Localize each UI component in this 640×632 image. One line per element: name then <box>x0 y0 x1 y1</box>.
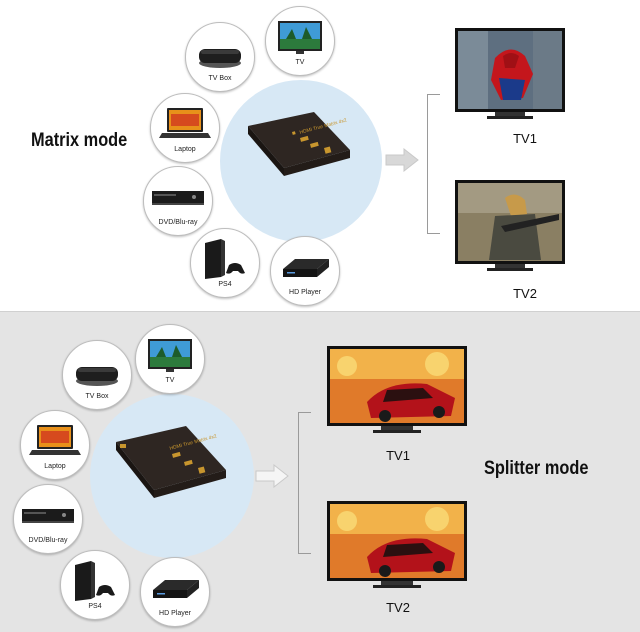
hd-player-label: HD Player <box>159 610 191 617</box>
matrix-tv2-label: TV2 <box>513 286 537 301</box>
splitter-device-laptop: Laptop <box>20 410 90 480</box>
tv-box-icon <box>76 367 118 386</box>
dvd-player-icon <box>152 191 204 205</box>
hd-player-icon <box>153 580 199 598</box>
matrix-tv1-label: TV1 <box>513 131 537 146</box>
splitter-tv2-screen <box>327 501 467 588</box>
splitter-device-tv: TV <box>135 324 205 394</box>
tv-icon <box>148 339 192 372</box>
laptop-icon <box>159 108 211 138</box>
matrix-tv2-screen <box>455 180 565 271</box>
laptop-label: Laptop <box>44 463 66 470</box>
splitter-tv1-label: TV1 <box>386 448 410 463</box>
matrix-switch-device: HDMI True Matrix 4x2 <box>248 112 350 176</box>
splitter-output-bracket <box>298 412 311 554</box>
matrix-device-dvd: DVD/Blu-ray <box>143 166 213 236</box>
splitter-device-ps4: PS4 <box>60 550 130 620</box>
dvd-label: DVD/Blu-ray <box>28 537 68 544</box>
tv-label: TV <box>295 59 305 66</box>
hd-player-icon <box>283 259 329 277</box>
matrix-device-ps4: PS4 <box>190 228 260 298</box>
matrix-mode-title: Matrix mode <box>31 130 128 151</box>
splitter-device-tv-box: TV Box <box>62 340 132 410</box>
ps4-icon <box>75 561 115 601</box>
matrix-mode-panel: TV Box TV Laptop DVD/Blu-ray <box>0 0 640 312</box>
tv-box-label: TV Box <box>85 393 109 400</box>
splitter-tv2-label: TV2 <box>386 600 410 615</box>
dvd-label: DVD/Blu-ray <box>158 219 198 226</box>
laptop-icon <box>29 425 81 455</box>
tv-box-icon <box>199 49 241 68</box>
splitter-mode-panel: TV Box TV Laptop DVD/Blu-ray <box>0 312 640 632</box>
splitter-arrow-icon <box>255 464 289 488</box>
dvd-player-icon <box>22 509 74 523</box>
matrix-tv1-screen <box>455 28 565 119</box>
splitter-mode-title: Splitter mode <box>484 458 589 479</box>
ps4-label: PS4 <box>218 281 232 288</box>
hd-player-label: HD Player <box>289 289 321 296</box>
matrix-device-hd-player: HD Player <box>270 236 340 306</box>
tv-icon <box>278 21 322 54</box>
splitter-tv1-screen <box>327 346 467 433</box>
matrix-device-laptop: Laptop <box>150 93 220 163</box>
laptop-label: Laptop <box>174 146 196 153</box>
matrix-device-tv-box: TV Box <box>185 22 255 92</box>
tv-box-label: TV Box <box>208 75 232 82</box>
splitter-device-dvd: DVD/Blu-ray <box>13 484 83 554</box>
matrix-output-bracket <box>427 94 440 234</box>
matrix-device-tv: TV <box>265 6 335 76</box>
ps4-icon <box>205 239 245 279</box>
ps4-label: PS4 <box>88 603 102 610</box>
splitter-switch-device: HDMI True Matrix 4x2 <box>116 426 226 498</box>
tv-label: TV <box>165 377 175 384</box>
splitter-device-hd-player: HD Player <box>140 557 210 627</box>
matrix-arrow-icon <box>385 148 419 172</box>
